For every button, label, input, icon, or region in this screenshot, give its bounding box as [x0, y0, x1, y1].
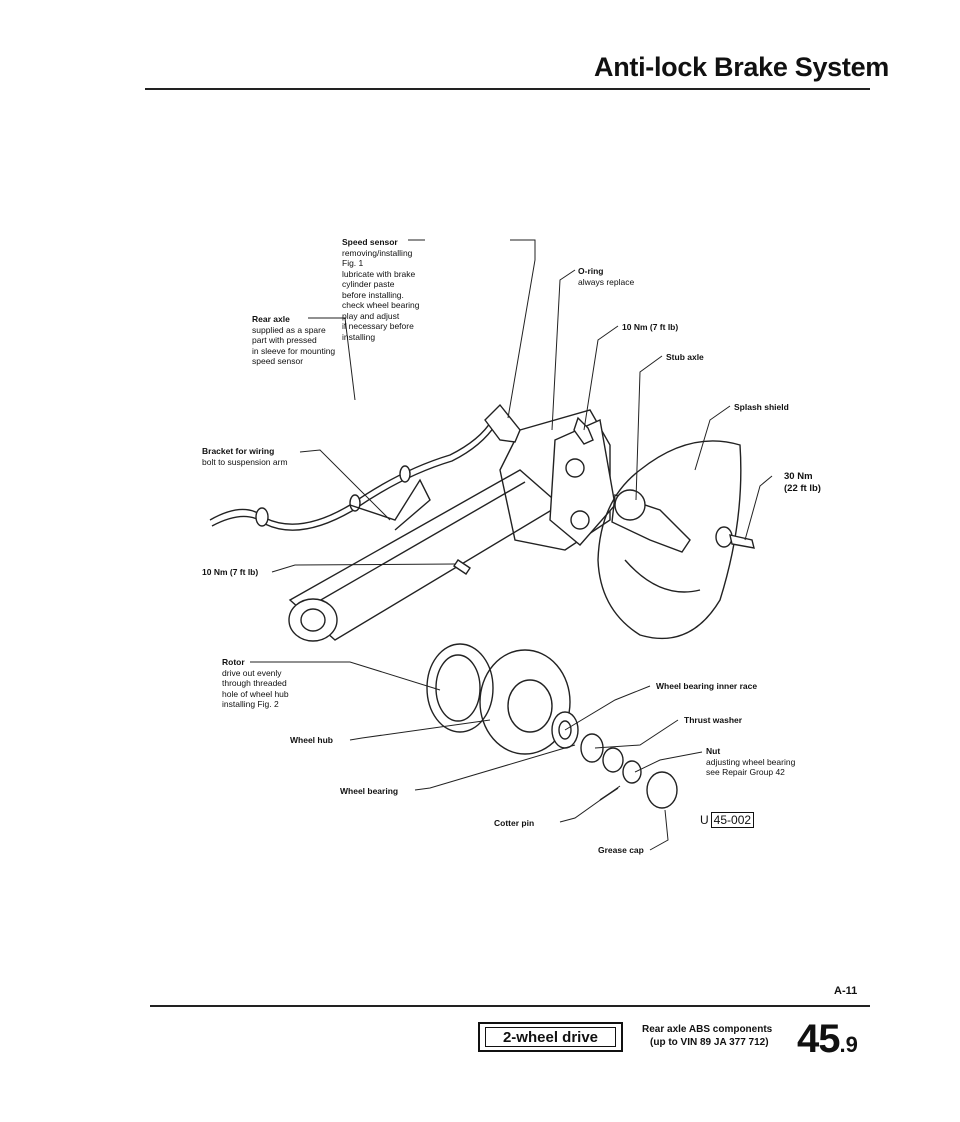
label-speed-sensor: Speed sensor removing/installing Fig. 1 … [342, 237, 420, 342]
o-ring-title: O-ring [578, 266, 604, 276]
stub-axle-title: Stub axle [666, 352, 704, 362]
o-ring-line: always replace [578, 276, 635, 287]
rear-axle-line: part with pressed [252, 335, 317, 345]
label-grease-cap: Grease cap [598, 845, 644, 856]
speed-sensor [484, 403, 521, 443]
rotor-line: drive out evenly [222, 667, 282, 678]
section-number: 45.9 [797, 1017, 858, 1062]
bracket-line: bolt to suspension arm [202, 456, 288, 467]
section-number-main: 45 [797, 1017, 840, 1061]
footer-caption-line1: Rear axle ABS components [642, 1024, 773, 1035]
rotor [426, 643, 494, 733]
label-torque-10nm-upper: 10 Nm (7 ft lb) [622, 322, 678, 333]
speed-sensor-line: if necessary before [342, 321, 414, 331]
speed-sensor-line: installing [342, 331, 376, 342]
label-o-ring: O-ring always replace [578, 266, 634, 287]
rear-axle-title: Rear axle [252, 314, 290, 324]
bolt-lower [453, 559, 471, 575]
splash-shield [597, 440, 742, 640]
drive-type-label: 2-wheel drive [485, 1027, 616, 1047]
figure-code-prefix: U [700, 813, 709, 827]
label-wheel-bearing-inner-race: Wheel bearing inner race [656, 681, 757, 692]
torque-30nm-title: 30 Nm [784, 471, 813, 482]
rotor-line: hole of wheel hub [222, 688, 289, 699]
label-bracket: Bracket for wiring bolt to suspension ar… [202, 446, 288, 467]
torque-10nm-lower-title: 10 Nm (7 ft lb) [202, 567, 259, 577]
wheel-bearing-title: Wheel bearing [340, 786, 399, 796]
wheel-hub-title: Wheel hub [290, 735, 333, 745]
torque-30nm-line: (22 ft lb) [784, 483, 821, 494]
speed-sensor-line: play and adjust [342, 310, 400, 321]
label-rotor: Rotor drive out evenly through threaded … [222, 657, 289, 710]
wheel-hub [479, 649, 571, 755]
splash-shield-title: Splash shield [734, 402, 789, 412]
speed-sensor-line: cylinder paste [342, 279, 395, 289]
label-wheel-hub: Wheel hub [290, 735, 333, 746]
torque-10nm-upper-title: 10 Nm (7 ft lb) [622, 322, 679, 332]
speed-sensor-line: check wheel bearing [342, 300, 420, 310]
nut-part [622, 760, 642, 784]
speed-sensor-line: before installing. [342, 289, 404, 300]
inner-race-part [580, 733, 604, 763]
drive-type-tag: 2-wheel drive [478, 1022, 623, 1052]
label-wheel-bearing: Wheel bearing [340, 786, 398, 797]
rotor-title: Rotor [222, 657, 245, 667]
rear-axle-line: speed sensor [252, 356, 304, 366]
title-rule [145, 88, 870, 90]
rotor-line: through threaded [222, 678, 287, 688]
bolt-30nm [729, 534, 755, 549]
speed-sensor-line: lubricate with brake [342, 268, 416, 279]
page-title: Anti-lock Brake System [594, 52, 890, 82]
nut-line: see Repair Group 42 [706, 767, 785, 777]
footer-caption: Rear axle ABS components (up to VIN 89 J… [642, 1023, 772, 1049]
bracket-title: Bracket for wiring [202, 446, 275, 456]
rear-axle-line: supplied as a spare [252, 324, 326, 335]
speed-sensor-title: Speed sensor [342, 237, 398, 247]
rotor-line: installing Fig. 2 [222, 699, 279, 709]
thrust-washer-part [602, 747, 624, 773]
page-code: A-11 [834, 985, 858, 997]
cotter-pin-title: Cotter pin [494, 818, 535, 828]
rear-axle-line: in sleeve for mounting [252, 345, 336, 356]
label-cotter-pin: Cotter pin [494, 818, 534, 829]
label-rear-axle: Rear axle supplied as a spare part with … [252, 314, 335, 367]
wheel-bearing-inner-race-title: Wheel bearing inner race [656, 681, 758, 691]
nut-line: adjusting wheel bearing [706, 756, 796, 767]
label-stub-axle: Stub axle [666, 352, 704, 363]
grease-cap-title: Grease cap [598, 845, 644, 855]
figure-code-box: 45-002 [710, 812, 755, 828]
wiring-bracket [349, 478, 431, 531]
speed-sensor-line: Fig. 1 [342, 258, 364, 268]
label-torque-30nm: 30 Nm (22 ft lb) [784, 471, 821, 495]
bolt-upper [573, 416, 594, 445]
arm-bushing [288, 598, 338, 642]
axle-flange [549, 418, 616, 546]
label-splash-shield: Splash shield [734, 402, 789, 413]
label-thrust-washer: Thrust washer [684, 715, 742, 726]
washer [715, 526, 733, 548]
grease-cap-part [646, 771, 678, 809]
label-nut: Nut adjusting wheel bearing see Repair G… [706, 746, 795, 778]
speed-sensor-line: removing/installing [342, 247, 413, 258]
footer-rule [150, 1005, 870, 1007]
section-number-sub: .9 [839, 1032, 858, 1057]
footer-caption-line2: (up to VIN 89 JA 377 712) [650, 1037, 769, 1048]
label-torque-10nm-lower: 10 Nm (7 ft lb) [202, 567, 258, 578]
thrust-washer-title: Thrust washer [684, 715, 743, 725]
nut-title: Nut [706, 746, 721, 756]
